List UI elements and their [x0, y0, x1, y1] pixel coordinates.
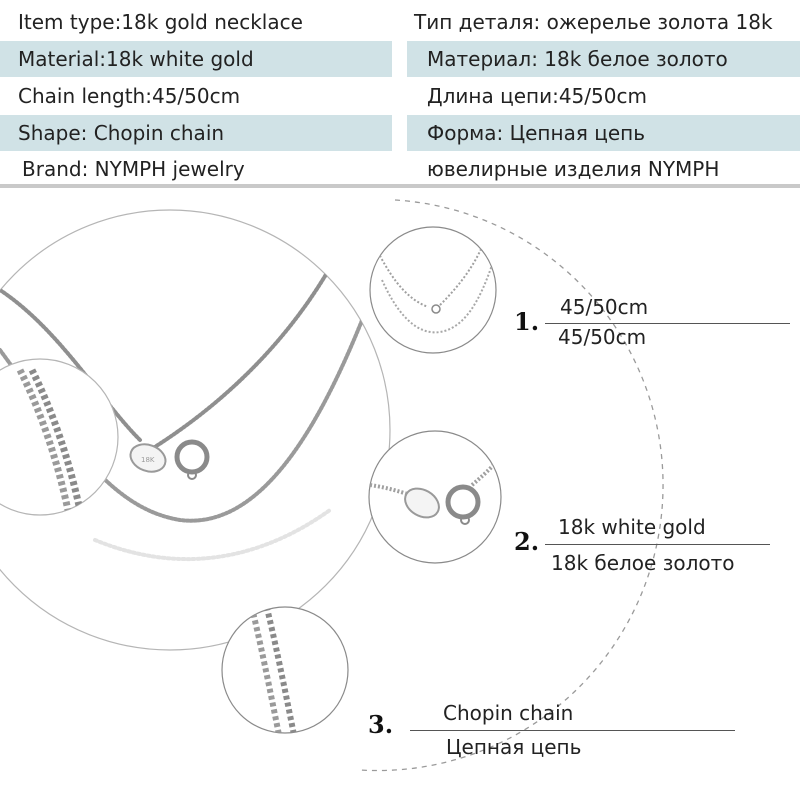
feature-3-label-ru: Цепная цепь: [446, 735, 582, 759]
feature-2-underline: [545, 544, 770, 545]
spec-left-1: Item type:18k gold necklace: [0, 4, 400, 40]
spec-left-2: Material:18k white gold: [0, 41, 392, 77]
feature-1-label-ru: 45/50cm: [558, 325, 647, 349]
spec-right-3-text: Длина цепи:45/50cm: [427, 84, 647, 108]
main-necklace-view: 18K: [0, 209, 391, 651]
spec-right-1-text: Тип деталя: ожерелье золота 18k: [414, 10, 773, 34]
spec-right-2-text: Материал: 18k белое золото: [427, 47, 728, 71]
feature-1-number: 1.: [514, 307, 540, 336]
feature-2-label-ru: 18k белое золото: [551, 551, 735, 575]
spec-left-5-text: Brand: NYMPH jewelry: [22, 157, 245, 181]
spec-left-3: Chain length:45/50cm: [0, 78, 400, 114]
spec-right-3: Длина цепи:45/50cm: [400, 78, 800, 114]
feature-3-label-en: Chopin chain: [443, 701, 574, 725]
spec-left-1-text: Item type:18k gold necklace: [18, 10, 303, 34]
clasp-icon: 18K: [129, 439, 210, 480]
feature-2-number: 2.: [514, 527, 540, 556]
product-illustration: 18K: [0, 199, 664, 772]
dashed-arc: [359, 199, 664, 772]
feature-3-number: 3.: [368, 710, 394, 739]
spec-right-4-text: Форма: Цепная цепь: [427, 121, 645, 145]
spec-left-5: Brand: NYMPH jewelry: [0, 151, 400, 187]
spec-left-4: Shape: Chopin chain: [0, 115, 392, 151]
feature-circle-2: [368, 430, 502, 564]
spec-right-1: Тип деталя: ожерелье золота 18k: [400, 4, 800, 40]
spec-right-2: Материал: 18k белое золото: [407, 41, 800, 77]
spec-left-4-text: Shape: Chopin chain: [18, 121, 225, 145]
section-divider: [0, 184, 800, 188]
spec-right-4: Форма: Цепная цепь: [407, 115, 800, 151]
feature-1-label-en: 45/50cm: [560, 295, 649, 319]
spec-left-2-text: Material:18k white gold: [18, 47, 254, 71]
spec-right-5-text: ювелирные изделия NYMPH: [427, 157, 720, 181]
clasp-engraving: 18K: [141, 456, 155, 464]
spec-right-5: ювелирные изделия NYMPH: [400, 151, 800, 187]
chain-zoom-view: [0, 358, 119, 516]
spec-left-3-text: Chain length:45/50cm: [18, 84, 241, 108]
feature-2-label-en: 18k white gold: [558, 515, 706, 539]
feature-1-underline: [545, 323, 790, 324]
feature-3-underline: [410, 730, 735, 731]
feature-circle-1: [369, 226, 497, 354]
